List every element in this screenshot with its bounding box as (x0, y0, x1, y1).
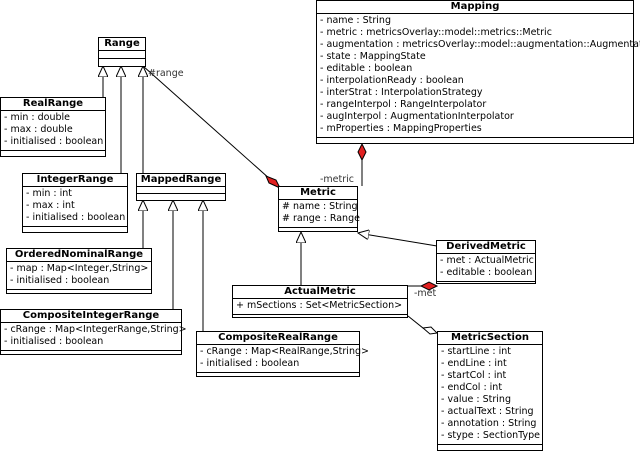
attribute: - startLine : int (441, 346, 511, 357)
attribute: - stype : SectionType (441, 430, 540, 441)
operations-compartment (233, 314, 407, 320)
attribute-list: - name : String - metric : metricsOverla… (317, 13, 640, 137)
operations-compartment (137, 193, 225, 200)
attribute: - endCol : int (441, 382, 503, 393)
class-derivedmetric[interactable]: DerivedMetric - met : ActualMetric - edi… (436, 240, 536, 284)
attribute: - endLine : int (441, 358, 507, 369)
attribute-list: - startLine : int - endLine : int - star… (438, 344, 542, 444)
attribute: - min : int (26, 188, 72, 199)
operations-compartment (437, 281, 535, 287)
class-title: RealRange (22, 98, 84, 109)
attribute: # range : Range (282, 213, 360, 224)
attribute-list: - min : double - max : double - initiali… (1, 110, 105, 150)
attribute: - max : int (26, 200, 75, 211)
attribute: - initialised : boolean (4, 136, 104, 147)
composition-diamond-metric (265, 175, 282, 190)
attribute: - startCol : int (441, 370, 507, 381)
class-title: Range (104, 38, 140, 49)
attributes-compartment (137, 186, 225, 193)
attribute: - annotation : String (441, 418, 537, 429)
attribute-list: + mSections : Set<MetricSection> (233, 298, 407, 314)
attribute: - initialised : boolean (10, 275, 110, 286)
class-title: Mapping (450, 1, 500, 12)
attribute: - met : ActualMetric (440, 255, 534, 266)
attribute-list: - cRange : Map<RealRange,String> - initi… (197, 344, 369, 372)
attribute-list: - map : Map<Integer,String> - initialise… (7, 261, 151, 289)
attribute: - map : Map<Integer,String> (10, 263, 149, 274)
class-title: OrderedNominalRange (14, 249, 144, 260)
attributes-compartment (99, 50, 145, 58)
attribute: - interpolationReady : boolean (320, 75, 464, 86)
role-label-metric: -metric (320, 174, 355, 185)
attribute: - min : double (4, 112, 70, 123)
attribute: - initialised : boolean (4, 336, 104, 347)
derivedmetric-extends-metric (358, 233, 438, 247)
attribute: - augmentation : metricsOverlay::model::… (320, 39, 640, 50)
attribute: - editable : boolean (440, 267, 533, 278)
operations-compartment (7, 289, 151, 295)
attribute: - metric : metricsOverlay::model::metric… (320, 27, 552, 38)
class-title: CompositeIntegerRange (22, 310, 160, 321)
attribute: - rangeInterpol : RangeInterpolator (320, 99, 487, 110)
attribute-list: - met : ActualMetric - editable : boolea… (437, 253, 535, 281)
class-orderednominalrange[interactable]: OrderedNominalRange - map : Map<Integer,… (6, 248, 152, 294)
attribute: - initialised : boolean (26, 212, 126, 223)
attribute: - initialised : boolean (200, 358, 300, 369)
attribute: - max : double (4, 124, 73, 135)
class-title: MappedRange (140, 174, 222, 185)
operations-compartment (279, 227, 357, 233)
attribute: - interStrat : InterpolationStrategy (320, 87, 483, 98)
attribute-list: # name : String # range : Range (279, 199, 360, 227)
attribute: - name : String (320, 15, 391, 26)
operations-compartment (197, 372, 359, 378)
composition-diamond-derivedmetric (419, 281, 439, 291)
attribute: - actualText : String (441, 406, 534, 417)
attribute: - cRange : Map<RealRange,String> (200, 346, 369, 357)
attribute: - state : MappingState (320, 51, 426, 62)
operations-compartment (1, 350, 181, 356)
operations-compartment (99, 58, 145, 66)
class-title: MetricSection (451, 332, 529, 343)
role-label-met: -met (414, 288, 437, 299)
class-metricsection[interactable]: MetricSection - startLine : int - endLin… (437, 331, 543, 451)
attribute: - cRange : Map<IntegerRange,String> (4, 324, 187, 335)
attribute-list: - cRange : Map<IntegerRange,String> - in… (1, 322, 187, 350)
class-metric[interactable]: Metric # name : String # range : Range (278, 186, 360, 233)
class-title: CompositeRealRange (218, 332, 338, 343)
class-title: IntegerRange (36, 174, 114, 185)
class-mappedrange[interactable]: MappedRange (136, 173, 226, 201)
operations-compartment (23, 226, 127, 232)
class-compositeintegerrange[interactable]: CompositeIntegerRange - cRange : Map<Int… (0, 309, 187, 356)
attribute: + mSections : Set<MetricSection> (236, 300, 403, 311)
class-range[interactable]: Range (98, 37, 146, 67)
attribute: # name : String (282, 201, 358, 212)
class-title: ActualMetric (284, 286, 356, 297)
aggregation-diamond-metricsection (421, 326, 439, 335)
metric-range-association (142, 65, 281, 189)
operations-compartment (317, 137, 633, 143)
attribute-list: - min : int - max : int - initialised : … (23, 186, 127, 226)
operations-compartment (1, 150, 105, 156)
attribute: - augInterpol : AugmentationInterpolator (320, 111, 514, 122)
composition-diamond-mapping (357, 142, 367, 162)
attribute: - value : String (441, 394, 511, 405)
class-title: DerivedMetric (446, 241, 526, 252)
operations-compartment (438, 444, 542, 450)
class-title: Metric (300, 187, 336, 198)
class-realrange[interactable]: RealRange - min : double - max : double … (0, 97, 106, 157)
attribute: - editable : boolean (320, 63, 413, 74)
class-mapping[interactable]: Mapping - name : String - metric : metri… (316, 0, 640, 144)
class-actualmetric[interactable]: ActualMetric + mSections : Set<MetricSec… (232, 285, 408, 318)
class-integerrange[interactable]: IntegerRange - min : int - max : int - i… (22, 173, 128, 233)
attribute: - mProperties : MappingProperties (320, 123, 482, 134)
class-compositerealrange[interactable]: CompositeRealRange - cRange : Map<RealRa… (196, 331, 369, 378)
role-label-range: #range (148, 68, 184, 79)
